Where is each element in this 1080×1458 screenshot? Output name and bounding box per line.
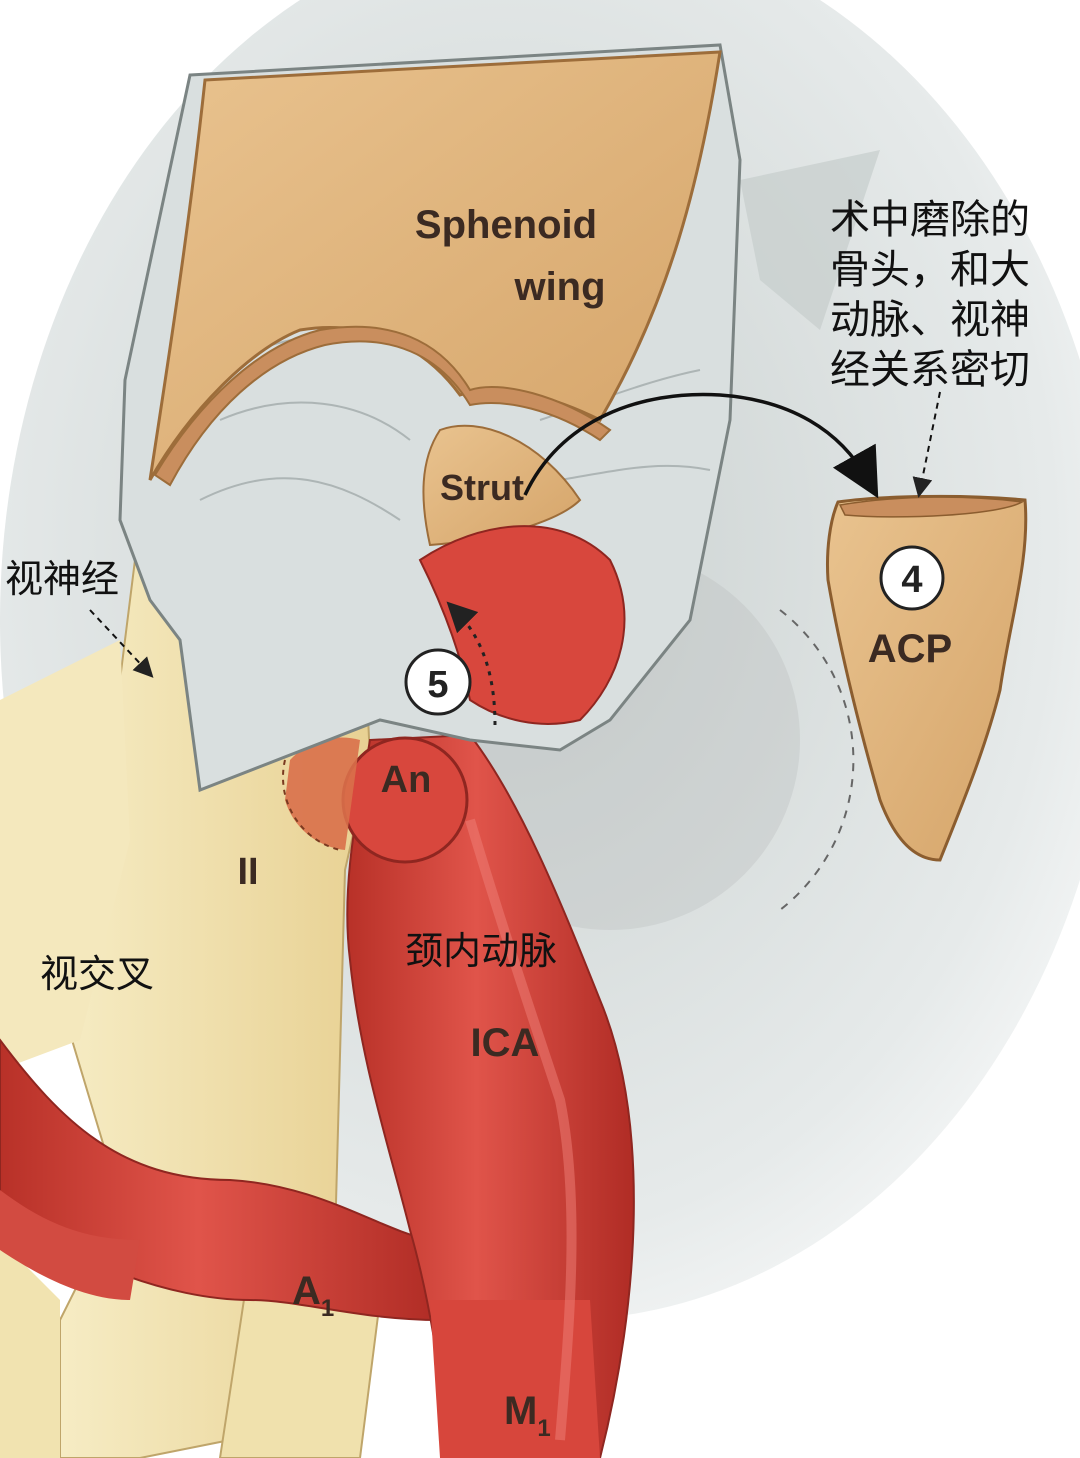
note-dashed-line <box>912 391 941 498</box>
m1-label: M1 <box>504 1389 551 1442</box>
acp-bone <box>826 494 1028 862</box>
optic-nerve-left-lobe <box>0 640 130 1070</box>
sphenoid-label-line2: wing <box>513 265 605 309</box>
step5-badge <box>404 648 472 716</box>
step4-badge <box>879 545 945 611</box>
optic-nerve-cn-label: 视神经 <box>5 557 119 601</box>
chiasm-cn-label: 视交叉 <box>40 952 154 996</box>
sphenoid-cut-edge <box>153 325 612 487</box>
optic-nerve-ii-label: II <box>237 851 258 893</box>
a1-main: A <box>292 1269 321 1313</box>
strut-label: Strut <box>440 467 524 508</box>
ica-cn-label: 颈内动脉 <box>405 929 557 973</box>
note-line4: 经关系密切 <box>830 347 1030 393</box>
sphenoid-label-line1: Sphenoid <box>415 203 597 247</box>
ica-highlight <box>465 818 577 1441</box>
drilling-circle-dashed <box>779 609 855 911</box>
optic-nerve-dashed-line <box>89 609 154 678</box>
optic-strut <box>422 424 582 547</box>
acp-cut-surface <box>838 496 1025 518</box>
optic-nerve-lower-left <box>0 1240 60 1458</box>
removal-arrow <box>523 392 879 499</box>
aneurysm-behind-nerve <box>285 737 360 850</box>
left-branch-artery <box>0 1190 140 1300</box>
m1-subscript: 1 <box>537 1415 550 1442</box>
ica-label: ICA <box>471 1021 540 1065</box>
m1-main: M <box>504 1389 537 1433</box>
m1-artery <box>430 1300 600 1458</box>
note-line3: 动脉、视神 <box>830 297 1030 343</box>
right-dura-sheet <box>740 150 880 330</box>
acp-label: ACP <box>868 627 952 671</box>
a1-subscript: 1 <box>321 1295 334 1322</box>
note-line1: 术中磨除的 <box>830 197 1030 243</box>
note-line2: 骨头，和大 <box>830 247 1030 293</box>
a1-label: A1 <box>292 1269 334 1322</box>
step5-number: 5 <box>427 664 448 706</box>
aneurysm-label: An <box>381 759 432 801</box>
aneurysm-dashed-edge <box>282 759 341 851</box>
step4-number: 4 <box>901 559 922 601</box>
step5-dotted-arrow <box>446 601 497 726</box>
